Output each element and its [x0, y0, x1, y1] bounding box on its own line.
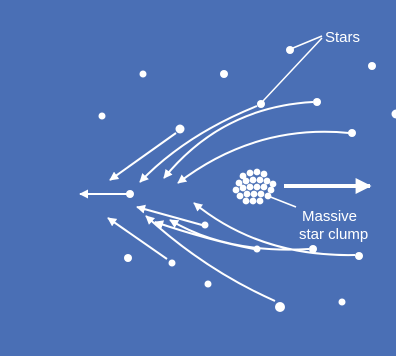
- trajectory-stars: [126, 98, 363, 312]
- massive-star-clump: [232, 168, 277, 205]
- stars-label: Stars: [325, 29, 360, 46]
- star: [286, 46, 294, 54]
- star: [175, 124, 185, 134]
- trajectory-arrow: [163, 101, 314, 179]
- star: [391, 109, 401, 119]
- trajectory-arrow: [193, 202, 356, 257]
- label-leaders: [262, 35, 323, 208]
- trajectory-arrow: [107, 217, 168, 260]
- star: [201, 221, 209, 229]
- star: [204, 280, 212, 288]
- trajectory-arrow: [145, 215, 276, 302]
- star: [124, 254, 132, 262]
- star: [275, 302, 285, 312]
- star: [338, 298, 346, 306]
- star: [139, 70, 147, 78]
- star: [368, 62, 376, 70]
- star: [168, 259, 176, 267]
- background-stars: [98, 46, 401, 306]
- clump-label-line1: Massive: [302, 208, 357, 225]
- trajectory-arrow: [177, 130, 350, 184]
- trajectory-arrow: [109, 132, 177, 181]
- star: [355, 252, 363, 260]
- star: [126, 190, 134, 198]
- trajectory-arrow: [136, 204, 203, 226]
- star: [309, 245, 317, 253]
- trajectory-arrow: [139, 105, 258, 183]
- trajectory-arrow: [169, 219, 310, 251]
- clump-label-line2: star clump: [299, 226, 368, 243]
- stars-leader-line: [262, 37, 323, 102]
- star-trajectories: [79, 101, 356, 302]
- star: [220, 70, 228, 78]
- stars-leader-line: [292, 35, 323, 49]
- clump-leader-line: [267, 195, 297, 208]
- star: [348, 129, 356, 137]
- star: [98, 112, 106, 120]
- diagram-background: [0, 0, 396, 356]
- star: [257, 100, 265, 108]
- star: [313, 98, 321, 106]
